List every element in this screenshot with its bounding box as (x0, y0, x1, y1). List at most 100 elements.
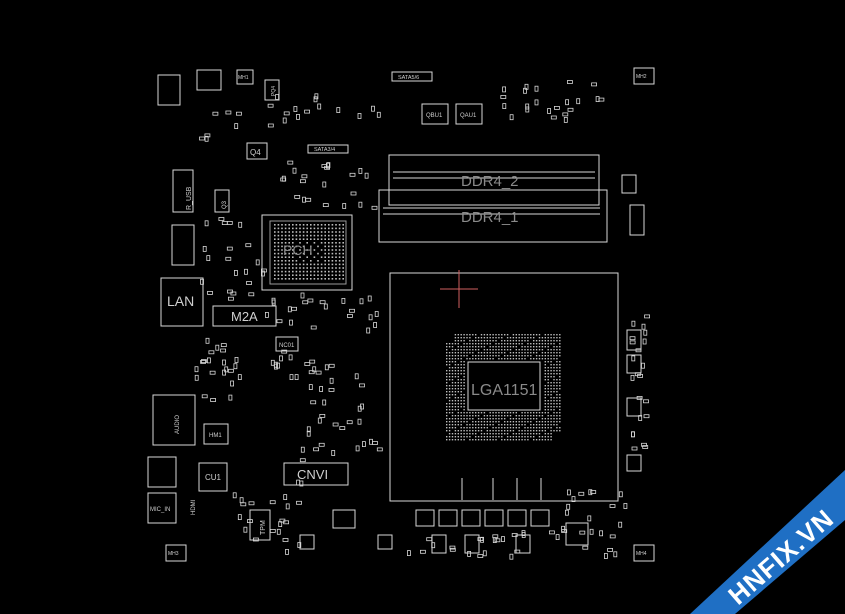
smd-part (350, 191, 357, 196)
pch-ball (284, 249, 287, 251)
smd-part (300, 292, 305, 299)
cpu-land (451, 358, 454, 360)
cpu-land (550, 340, 552, 342)
cpu-land (446, 352, 448, 354)
cpu-land (535, 352, 538, 354)
smd-part (301, 174, 308, 179)
cpu-land (524, 427, 526, 429)
pch-ball (281, 224, 283, 226)
smd-part (562, 112, 569, 117)
cpu-land (457, 385, 459, 387)
label-mh4: MH4 (636, 551, 647, 557)
cpu-land (524, 436, 526, 438)
cpu-land (448, 361, 451, 363)
smd-part (341, 297, 346, 304)
pch-ball (310, 245, 312, 248)
pch-ball (277, 252, 280, 255)
pch-ball (320, 256, 323, 258)
smd-part (243, 526, 248, 533)
cpu-land (504, 433, 506, 435)
pch-ball (331, 260, 334, 262)
cpu-land (475, 355, 477, 357)
pch-ball (328, 278, 330, 280)
pch-ball (292, 278, 294, 280)
pch-ball (288, 245, 290, 248)
smd-part (278, 521, 283, 527)
cpu-land (480, 421, 483, 423)
cpu-land (469, 415, 471, 417)
cpu-land (556, 334, 558, 336)
smd-part (227, 289, 233, 294)
cpu-land (544, 397, 546, 399)
cpu-land (530, 352, 532, 354)
component-mic-in (147, 492, 177, 524)
component-hdmi-top (147, 456, 177, 488)
smd-part (641, 362, 645, 369)
pch-ball (338, 238, 341, 240)
cpu-land (446, 349, 448, 351)
cpu-land (509, 352, 512, 354)
label-cnvi: CNVI (297, 467, 328, 482)
cpu-land (460, 361, 462, 363)
smd-part (225, 110, 232, 115)
smd-part (279, 355, 283, 362)
pch-ball (306, 234, 308, 237)
pch-ball (320, 278, 323, 280)
smd-part (336, 107, 341, 113)
component-sata56 (391, 71, 433, 82)
cpu-land (463, 355, 465, 357)
cpu-land (559, 394, 561, 396)
cpu-land (460, 367, 462, 369)
cpu-land (469, 418, 471, 420)
cpu-land (544, 391, 546, 393)
cpu-land (547, 427, 549, 429)
cpu-land (460, 385, 462, 387)
cpu-land (524, 433, 526, 435)
cpu-land (530, 427, 532, 429)
smd-part (237, 514, 242, 520)
cpu-land (506, 421, 509, 423)
cpu-land (544, 367, 546, 369)
cpu-land (454, 418, 457, 420)
cpu-land (448, 397, 451, 399)
cpu-land (454, 334, 457, 336)
cpu-land (472, 346, 474, 348)
mounting-hole-bottom-right (633, 544, 655, 562)
cpu-land (527, 337, 529, 339)
cpu-land (457, 424, 459, 426)
cpu-land (541, 343, 544, 345)
cpu-land (454, 361, 457, 363)
smd-part (319, 413, 326, 418)
cpu-land (501, 436, 503, 438)
smd-part (306, 430, 311, 437)
cpu-land (486, 343, 488, 345)
smd-part (215, 344, 220, 351)
pch-ball (328, 270, 330, 273)
pch-ball (288, 238, 290, 240)
cpu-land (475, 439, 477, 441)
smd-part (449, 545, 456, 550)
pch-ball (284, 242, 287, 244)
cpu-land (530, 355, 532, 357)
cpu-land (457, 433, 459, 435)
cpu-land (451, 400, 454, 402)
pch-ball (281, 267, 283, 269)
crosshair-marker[interactable] (440, 270, 478, 308)
pch-ball (274, 227, 276, 230)
smd-part (299, 458, 306, 463)
cpu-land (446, 376, 448, 378)
smd-part (244, 268, 248, 275)
cpu-land (515, 340, 517, 342)
pch-ball (284, 224, 287, 226)
pch-ball (284, 227, 287, 230)
smd-part (294, 194, 301, 199)
cpu-land (547, 424, 549, 426)
cpu-land (457, 430, 459, 432)
pch-ball (313, 224, 316, 226)
smd-part (246, 281, 252, 285)
cpu-land (469, 430, 471, 432)
cpu-land (512, 337, 515, 339)
cpu-land (498, 412, 500, 414)
smd-part (300, 446, 305, 453)
